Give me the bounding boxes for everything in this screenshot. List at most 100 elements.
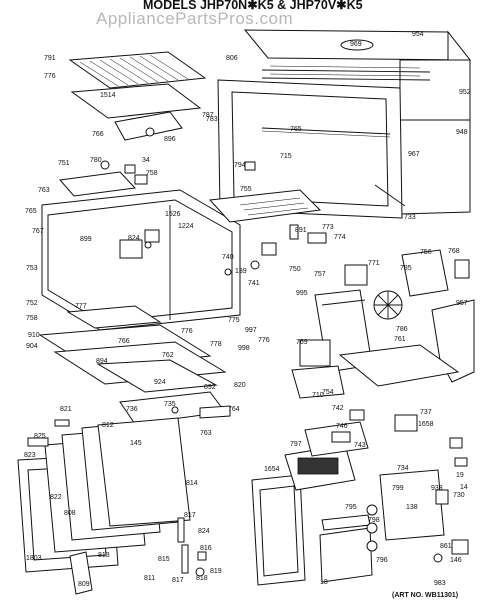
part-768: [454, 259, 470, 279]
callout-1224: 1224: [178, 223, 194, 230]
callout-824: 824: [128, 235, 140, 242]
watermark: AppliancePartsPros.com: [96, 9, 293, 28]
callout-797: 797: [290, 441, 302, 448]
cavity-panel-765: [41, 171, 241, 331]
callout-774: 774: [334, 234, 346, 241]
callout-816: 816: [200, 545, 212, 552]
callout-733: 733: [404, 214, 416, 221]
parts-drawing: [17, 29, 475, 595]
callout-715: 715: [280, 153, 292, 160]
callout-753: 753: [26, 265, 38, 272]
diagram-title: MODELS JHP70N✱K5 & JHP70V✱K5: [143, 0, 363, 12]
door-assembly: [17, 417, 191, 595]
callout-910: 910: [28, 332, 40, 339]
part-756: [401, 249, 449, 297]
callout-794: 794: [234, 162, 246, 169]
callout-768: 768: [448, 248, 460, 255]
callout-967: 967: [408, 151, 420, 158]
callout-763: 763: [38, 187, 50, 194]
art-number: (ART NO. WB11301): [392, 592, 458, 599]
callout-817: 817: [172, 577, 184, 584]
callout-824: 824: [198, 528, 210, 535]
callout-820: 820: [234, 382, 246, 389]
callout-892: 892: [204, 384, 216, 391]
callout-754: 754: [322, 389, 334, 396]
chassis-floor: [38, 305, 227, 393]
callout-775: 775: [228, 317, 240, 324]
callout-740: 740: [222, 254, 234, 261]
callout-773: 773: [322, 224, 334, 231]
callout-785: 785: [400, 265, 412, 272]
callout-767: 767: [32, 228, 44, 235]
callout-997: 997: [245, 327, 257, 334]
fan-786: [373, 290, 403, 320]
callout-954: 954: [412, 31, 424, 38]
callout-741: 741: [248, 280, 260, 287]
plate-18: [319, 527, 373, 583]
callout-750: 750: [289, 266, 301, 273]
callout-776: 776: [44, 73, 56, 80]
callout-138: 138: [406, 504, 418, 511]
control-panel: [284, 421, 369, 491]
callout-735: 735: [164, 401, 176, 408]
callout-822: 822: [50, 494, 62, 501]
latch-parts: [27, 419, 207, 577]
callout-894: 894: [96, 358, 108, 365]
callout-742: 742: [332, 405, 344, 412]
callout-737: 737: [420, 409, 432, 416]
callout-764: 764: [228, 406, 240, 413]
callout-755: 755: [240, 186, 252, 193]
callout-18: 18: [320, 579, 328, 586]
callout-904: 904: [26, 343, 38, 350]
callout-799: 799: [392, 485, 404, 492]
callout-19: 19: [456, 472, 464, 479]
callout-948: 948: [456, 129, 468, 136]
callout-995: 995: [296, 290, 308, 297]
callout-139: 139: [235, 268, 247, 275]
callout-734: 734: [397, 465, 409, 472]
callout-791: 791: [44, 55, 56, 62]
callout-825: 825: [34, 433, 46, 440]
part-764: [199, 405, 231, 419]
callout-766: 766: [92, 131, 104, 138]
callout-808: 808: [64, 510, 76, 517]
tray-791: [68, 51, 207, 119]
callout-819: 819: [210, 568, 222, 575]
callout-34: 34: [142, 157, 150, 164]
callout-1654: 1654: [264, 466, 280, 473]
outer-cabinet-954: [243, 29, 472, 215]
callout-861: 861: [440, 543, 452, 550]
callout-777: 777: [75, 303, 87, 310]
bar-795: [321, 514, 371, 531]
callout-761: 761: [394, 336, 406, 343]
callout-786: 786: [396, 326, 408, 333]
callout-763: 763: [200, 430, 212, 437]
callout-776: 776: [258, 337, 270, 344]
callout-145: 145: [130, 440, 142, 447]
callout-752: 752: [26, 300, 38, 307]
callout-806: 806: [226, 55, 238, 62]
callout-998: 998: [238, 345, 250, 352]
callout-146: 146: [450, 557, 462, 564]
part-742: [349, 409, 365, 421]
callout-743: 743: [354, 442, 366, 449]
callout-756: 756: [420, 249, 432, 256]
callout-746: 746: [336, 423, 348, 430]
callout-14: 14: [460, 484, 468, 491]
callout-896: 896: [164, 136, 176, 143]
callout-952: 952: [459, 89, 471, 96]
callout-766: 766: [118, 338, 130, 345]
callout-710: 710: [312, 392, 324, 399]
callout-821: 821: [60, 406, 72, 413]
callout-769: 769: [296, 339, 308, 346]
callout-814: 814: [186, 480, 198, 487]
callout-938: 938: [431, 485, 443, 492]
callout-757: 757: [314, 271, 326, 278]
callout-891: 891: [295, 227, 307, 234]
callout-796: 796: [376, 557, 388, 564]
callout-1514: 1514: [100, 92, 116, 99]
callout-736: 736: [126, 406, 138, 413]
callout-818: 818: [196, 575, 208, 582]
